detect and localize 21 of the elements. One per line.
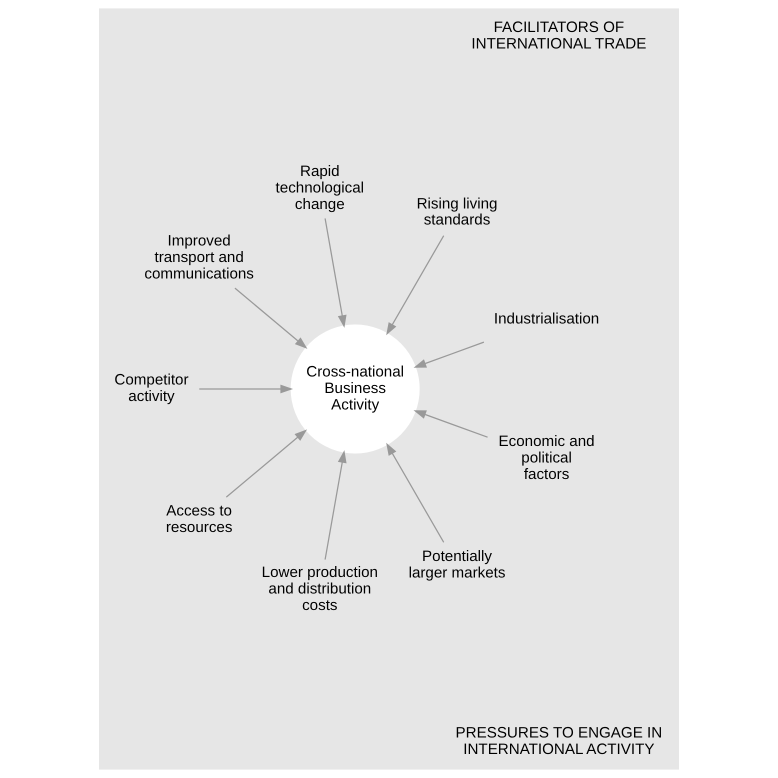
arrow: [226, 429, 308, 498]
node-text: Lower production and distribution costs: [262, 564, 378, 614]
label: FACILITATORS OF INTERNATIONAL TRADE: [471, 18, 646, 52]
node-text: Potentially larger markets: [408, 548, 506, 582]
label: PRESSURES TO ENGAGE IN INTERNATIONAL ACTIVITY: [456, 724, 662, 758]
node-text: Improved transport and communications: [144, 232, 254, 282]
arrow: [324, 218, 347, 328]
arrow: [413, 410, 488, 438]
arrow: [234, 288, 308, 349]
arrow: [199, 384, 294, 394]
node-circle: Cross-national Business Activity: [290, 324, 420, 454]
node-text: Rising living standards: [416, 195, 498, 229]
arrow: [414, 342, 484, 368]
arrow: [386, 235, 444, 336]
node-text: Industrialisation: [494, 310, 600, 328]
node-text: Rapid technological change: [276, 162, 364, 213]
arrow: [386, 442, 444, 543]
node-text: Economic and political factors: [498, 433, 595, 484]
arrow: [324, 450, 347, 560]
node-text: Access to resources: [166, 502, 232, 536]
node-text: Competitor activity: [114, 372, 189, 406]
